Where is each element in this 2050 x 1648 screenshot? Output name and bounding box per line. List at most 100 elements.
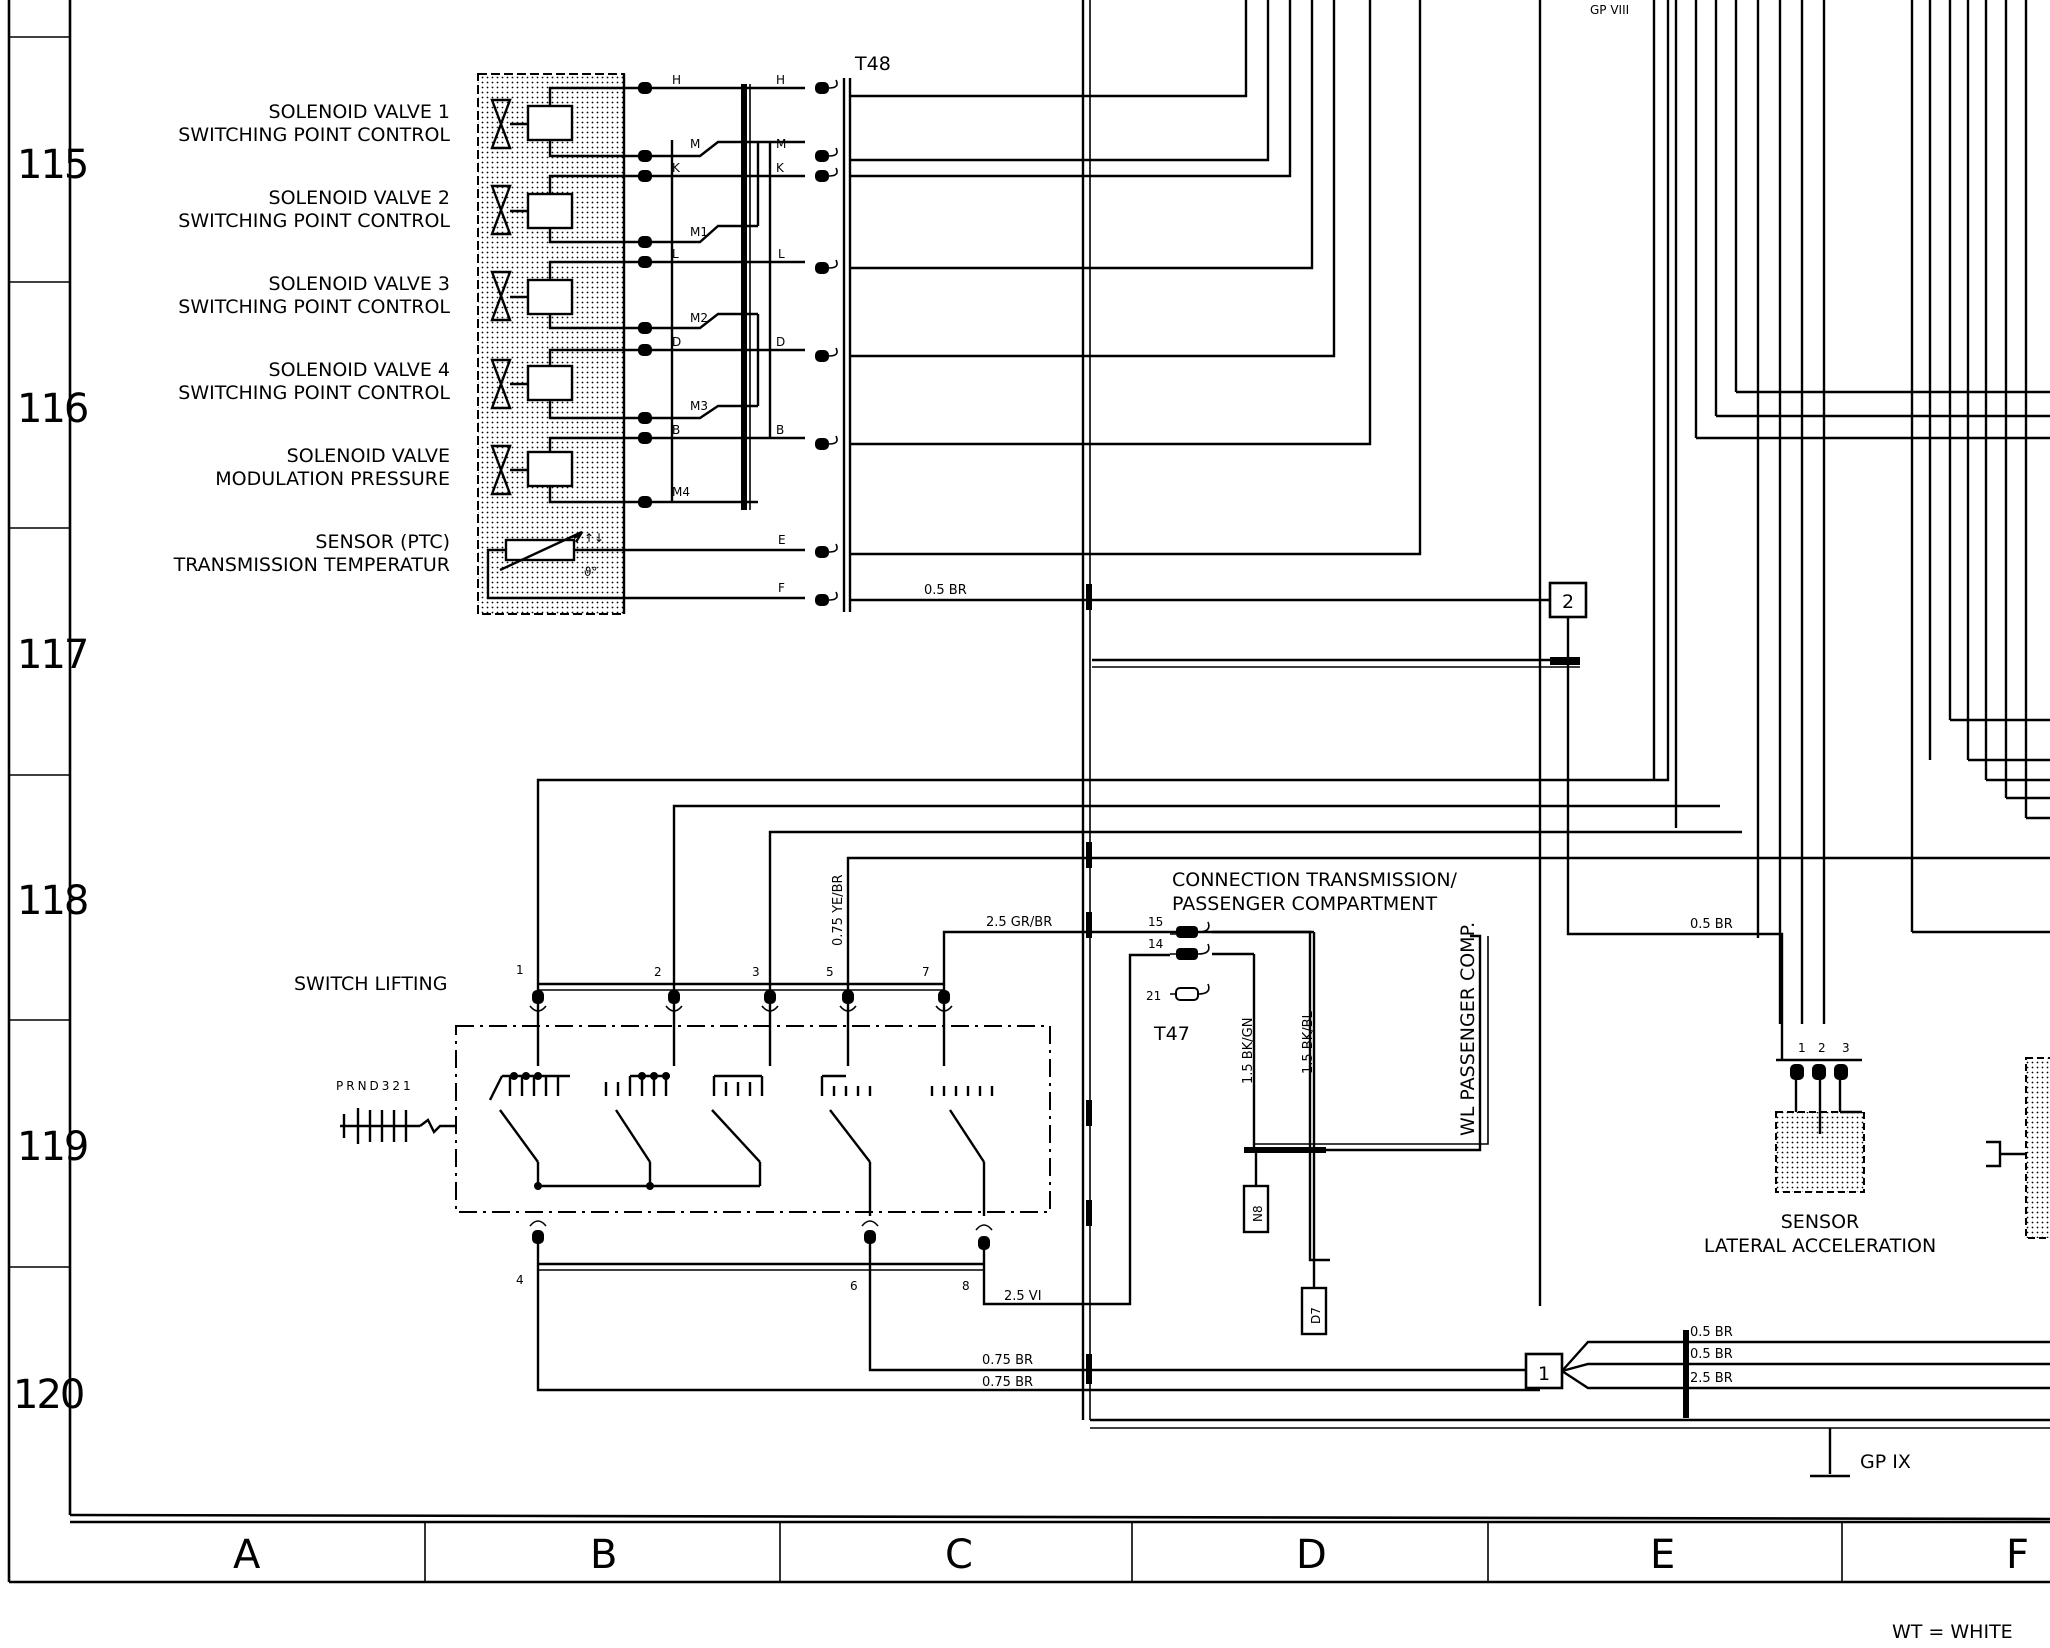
svg-text:PASSENGER COMPARTMENT: PASSENGER COMPARTMENT (1172, 893, 1437, 915)
svg-text:SWITCHING POINT CONTROL: SWITCHING POINT CONTROL (178, 382, 450, 404)
svg-text:GP IX: GP IX (1860, 1451, 1911, 1473)
svg-text:M4: M4 (672, 485, 690, 499)
row-number-120: 120 (13, 1372, 83, 1418)
svg-text:D: D (672, 335, 681, 349)
svg-text:CONNECTION TRANSMISSION/: CONNECTION TRANSMISSION/ (1172, 869, 1458, 891)
svg-text:SENSOR (PTC): SENSOR (PTC) (315, 531, 450, 553)
svg-text:B: B (776, 423, 784, 437)
svg-text:5: 5 (826, 965, 834, 979)
column-letter-a: A (233, 1532, 261, 1578)
temperature-sensor-symbol: ↑↓ ϑ° (486, 530, 624, 600)
solenoid-valve-2-symbol (490, 174, 624, 244)
svg-text:14: 14 (1148, 937, 1163, 951)
label-solenoid-3: SOLENOID VALVE 3 SWITCHING POINT CONTROL (178, 273, 450, 318)
switch-lifting-top-pins: 1 2 3 5 7 (516, 963, 953, 1012)
color-legend: WT = WHITE (1892, 1621, 2013, 1643)
svg-text:0.5 BR: 0.5 BR (1690, 1325, 1733, 1340)
svg-text:1: 1 (1538, 1363, 1550, 1385)
svg-text:B: B (672, 423, 680, 437)
svg-text:1: 1 (1798, 1041, 1806, 1055)
svg-text:21: 21 (1146, 989, 1161, 1003)
svg-text:MODULATION PRESSURE: MODULATION PRESSURE (215, 468, 450, 490)
svg-text:↑↓: ↑↓ (584, 531, 604, 545)
switch-lifting-wiring: 0.75 YE/BR 2.5 GR/BR (536, 0, 2050, 1262)
svg-text:1.5 BK/GN: 1.5 BK/GN (1241, 1018, 1256, 1084)
row-number-119: 119 (17, 1124, 87, 1170)
right-wiring-bundle: GP VIII (1538, 0, 2050, 1306)
svg-text:SOLENOID VALVE 3: SOLENOID VALVE 3 (269, 273, 450, 295)
svg-text:H: H (672, 73, 681, 87)
label-solenoid-4: SOLENOID VALVE 4 SWITCHING POINT CONTROL (178, 359, 450, 404)
svg-text:K: K (672, 161, 681, 175)
svg-text:GP VIII: GP VIII (1590, 3, 1629, 17)
svg-text:SOLENOID VALVE 1: SOLENOID VALVE 1 (269, 101, 450, 123)
svg-text:H: H (776, 73, 785, 87)
label-sensor-ptc: SENSOR (PTC) TRANSMISSION TEMPERATUR (173, 531, 450, 576)
svg-text:N8: N8 (1251, 1205, 1265, 1222)
label-switch-lifting: SWITCH LIFTING (294, 973, 447, 995)
svg-text:T48: T48 (854, 53, 891, 75)
svg-text:7: 7 (922, 965, 930, 979)
svg-text:F: F (778, 581, 785, 595)
svg-text:0.5 BR: 0.5 BR (1690, 917, 1733, 932)
solenoid-valve-3-symbol (490, 260, 624, 330)
svg-text:D: D (776, 335, 785, 349)
solenoid-valve-4-symbol (490, 348, 624, 420)
column-letter-e: E (1650, 1532, 1675, 1578)
column-letter-d: D (1296, 1532, 1327, 1578)
svg-text:0.75 BR: 0.75 BR (982, 1375, 1033, 1390)
svg-text:L: L (672, 247, 679, 261)
svg-text:2.5 GR/BR: 2.5 GR/BR (986, 915, 1052, 930)
svg-text:SOLENOID VALVE: SOLENOID VALVE (287, 445, 450, 467)
switch-lifting-housing: PRND321 (336, 1016, 1051, 1216)
svg-text:2.5 VI: 2.5 VI (1004, 1289, 1042, 1304)
svg-text:M2: M2 (690, 311, 708, 325)
svg-text:2: 2 (1818, 1041, 1826, 1055)
splice-node-1: 1 0.5 BR 0.5 BR 2.5 BR GP IX (1524, 1325, 2050, 1478)
svg-text:15: 15 (1148, 915, 1163, 929)
column-letter-b: B (590, 1532, 617, 1578)
svg-text:SENSOR: SENSOR (1781, 1211, 1860, 1233)
svg-text:0.75 BR: 0.75 BR (982, 1353, 1033, 1368)
column-letter-f: F (2006, 1532, 2029, 1578)
svg-text:2: 2 (1562, 591, 1574, 613)
svg-text:0.5 BR: 0.5 BR (924, 583, 967, 598)
t48-internal-pin-labels: H M K M1 L M2 D M3 B M4 (672, 73, 708, 499)
svg-text:M: M (690, 137, 700, 151)
t48-output-wires: 0.5 BR (850, 0, 1552, 602)
svg-text:L: L (778, 247, 785, 261)
transmission-valve-body (477, 73, 626, 615)
row-number-118: 118 (17, 878, 87, 924)
svg-text:M1: M1 (690, 225, 708, 239)
svg-text:0.75 YE/BR: 0.75 YE/BR (831, 874, 846, 946)
svg-text:4: 4 (516, 1273, 524, 1287)
label-solenoid-modulation: SOLENOID VALVE MODULATION PRESSURE (215, 445, 450, 490)
svg-text:ϑ°: ϑ° (584, 565, 597, 579)
svg-text:1.5 BK/BL: 1.5 BK/BL (1301, 1010, 1316, 1074)
svg-text:1: 1 (516, 963, 524, 977)
svg-text:T47: T47 (1153, 1023, 1190, 1045)
svg-text:M: M (776, 137, 786, 151)
svg-text:TRANSMISSION TEMPERATUR: TRANSMISSION TEMPERATUR (173, 554, 450, 576)
connector-t48: T48 (815, 53, 891, 612)
label-solenoid-2: SOLENOID VALVE 2 SWITCHING POINT CONTROL (178, 187, 450, 232)
svg-text:SOLENOID VALVE 2: SOLENOID VALVE 2 (269, 187, 450, 209)
svg-text:2.5 BR: 2.5 BR (1690, 1371, 1733, 1386)
svg-text:SWITCHING POINT CONTROL: SWITCHING POINT CONTROL (178, 124, 450, 146)
row-number-117: 117 (17, 632, 87, 678)
svg-text:K: K (776, 161, 785, 175)
svg-text:8: 8 (962, 1279, 970, 1293)
svg-text:6: 6 (850, 1279, 858, 1293)
svg-text:0.5 BR: 0.5 BR (1690, 1347, 1733, 1362)
svg-text:3: 3 (1842, 1041, 1850, 1055)
sensor-lateral-acceleration: 1 2 3 SENSOR LATERAL ACCELERATION (1704, 1041, 1936, 1257)
svg-text:LATERAL ACCELERATION: LATERAL ACCELERATION (1704, 1235, 1936, 1257)
drawing-frame (7, 0, 2050, 1584)
ground-wires-n8-d7: 1.5 BK/GN 1.5 BK/BL WL PASSENGER COMP. N… (1241, 922, 1489, 1336)
svg-text:WL PASSENGER COMP.: WL PASSENGER COMP. (1457, 922, 1479, 1136)
svg-text:SWITCHING POINT CONTROL: SWITCHING POINT CONTROL (178, 296, 450, 318)
solenoid-valve-modulation-symbol (490, 436, 624, 504)
svg-text:M3: M3 (690, 399, 708, 413)
main-harness-trunk (1081, 0, 2050, 1429)
